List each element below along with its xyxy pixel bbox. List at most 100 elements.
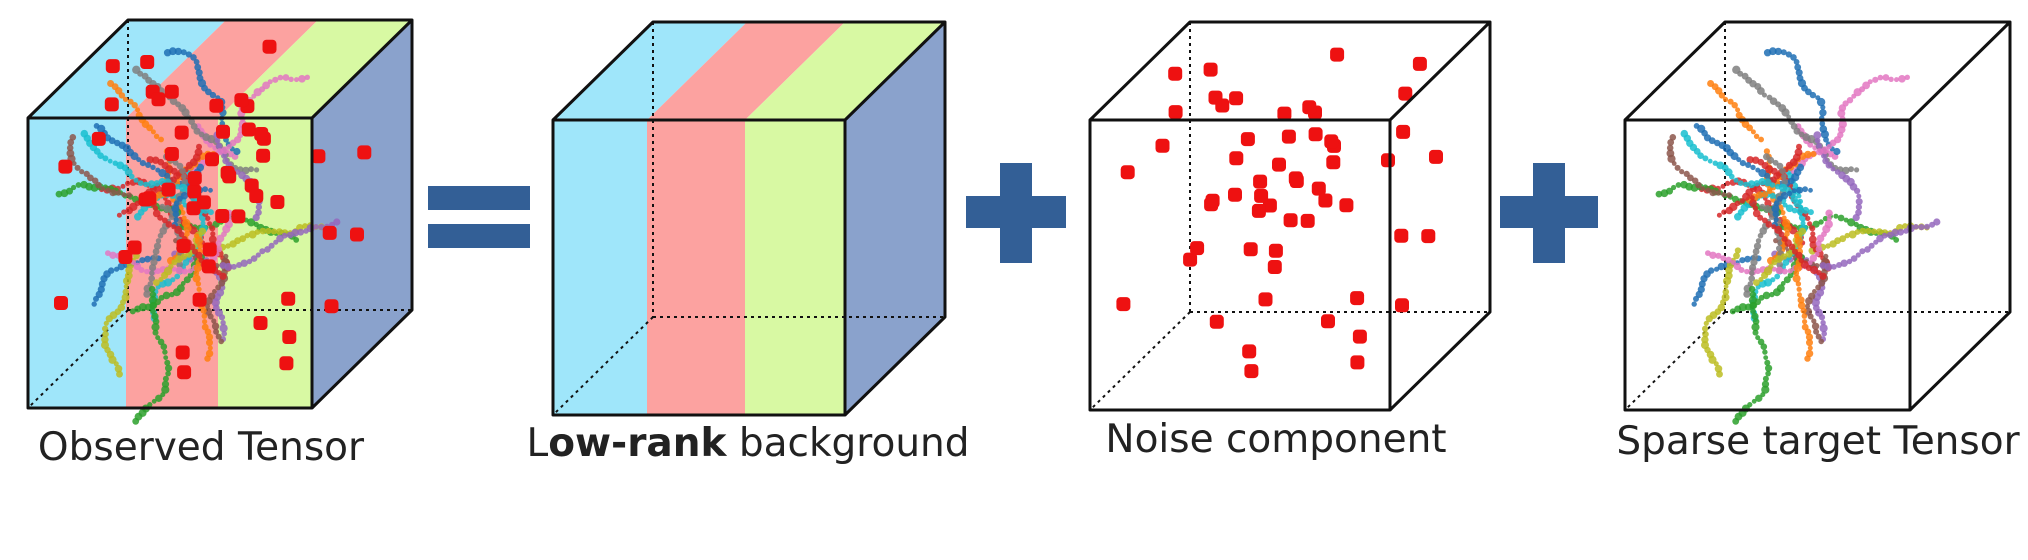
trajectory-point	[121, 192, 127, 198]
trajectory-point	[207, 345, 213, 351]
noise-dot	[104, 97, 119, 112]
trajectory-point	[1796, 143, 1802, 150]
trajectory-point	[137, 180, 144, 187]
trajectory-point	[1748, 275, 1755, 282]
trajectory-point	[1714, 365, 1723, 373]
trajectory-point	[1773, 217, 1779, 223]
noise-dot	[175, 345, 190, 360]
trajectory-point	[1762, 291, 1771, 300]
trajectory-point	[71, 184, 77, 191]
trajectory-point	[1722, 96, 1729, 102]
noise-dot	[1116, 297, 1131, 312]
trajectory-point	[179, 183, 188, 192]
trajectory-point	[1854, 229, 1861, 235]
trajectory-point	[1731, 260, 1736, 265]
trajectory-point	[1820, 320, 1826, 326]
trajectory-point	[1762, 375, 1769, 382]
trajectory-point	[212, 289, 217, 294]
trajectory-point	[1702, 155, 1709, 162]
trajectory-point	[1667, 139, 1675, 146]
equals-sign	[428, 186, 530, 248]
trajectory-point	[288, 76, 294, 83]
trajectory-point	[150, 129, 156, 135]
trajectory-point	[1888, 76, 1894, 83]
trajectory-point	[1785, 250, 1793, 258]
trajectory-point	[1777, 195, 1783, 202]
trajectory-point	[1913, 224, 1919, 230]
trajectory-point	[183, 276, 191, 284]
trajectory-point	[1709, 251, 1717, 259]
trajectory-point	[1759, 203, 1766, 210]
noise-dot	[1229, 91, 1244, 106]
trajectory-point	[1776, 162, 1784, 170]
trajectory-point	[1781, 173, 1787, 179]
trajectory-point	[67, 139, 75, 146]
trajectory-point	[1806, 339, 1813, 347]
trajectory-point	[1824, 262, 1833, 271]
trajectory-point	[1894, 77, 1899, 83]
trajectory-point	[79, 169, 85, 175]
trajectory-point	[1731, 102, 1738, 109]
trajectory-point	[133, 262, 142, 271]
trajectory-point	[1744, 255, 1751, 263]
trajectory-point	[165, 370, 171, 377]
trajectory-point	[1753, 242, 1762, 250]
trajectory-point	[1918, 224, 1925, 231]
noise-dot	[220, 166, 235, 180]
noise-dot	[1183, 252, 1198, 267]
trajectory-point	[1772, 159, 1779, 166]
trajectory-point	[208, 187, 213, 193]
trajectory-point	[1741, 72, 1749, 80]
noise-dot	[350, 227, 364, 242]
trajectory-point	[1818, 219, 1824, 225]
noise-dot	[1350, 291, 1365, 306]
trajectory-point	[239, 235, 247, 243]
noise-dot	[1302, 100, 1317, 115]
trajectory-point	[1735, 111, 1743, 119]
trajectory-point	[172, 210, 180, 218]
noise-dot	[216, 124, 230, 139]
trajectory-point	[248, 230, 257, 239]
noise-dot	[186, 201, 201, 216]
trajectory-point	[1810, 151, 1817, 158]
trajectory-point	[215, 333, 222, 340]
trajectory-point	[1805, 215, 1811, 221]
noise-dot	[1203, 62, 1218, 77]
trajectory-point	[270, 228, 277, 235]
trajectory-point	[1807, 221, 1813, 227]
noise-dot	[127, 240, 142, 255]
trajectory-point	[1796, 286, 1802, 292]
trajectory-point	[1695, 290, 1703, 298]
noise-dot	[1311, 181, 1326, 196]
trajectory-point	[1693, 123, 1700, 129]
trajectory-point	[1769, 291, 1775, 298]
noise-dot	[254, 127, 269, 141]
trajectory-point	[1815, 95, 1821, 101]
trajectory-point	[1781, 178, 1788, 185]
trajectory-point	[1813, 328, 1820, 335]
trajectory-point	[1755, 238, 1762, 244]
trajectory-point	[1854, 167, 1860, 173]
trajectory-point	[1855, 209, 1862, 216]
trajectory-point	[144, 255, 152, 263]
trajectory-point	[150, 308, 156, 314]
trajectory-point	[1666, 144, 1674, 152]
trajectory-point	[179, 167, 186, 175]
trajectory-point	[1708, 355, 1717, 364]
trajectory-point	[1838, 171, 1846, 180]
trajectory-point	[1808, 187, 1813, 193]
trajectory-point	[1785, 161, 1793, 169]
trajectory-point	[1702, 325, 1709, 332]
trajectory-point	[1822, 225, 1831, 234]
trajectory-point	[92, 177, 99, 184]
trajectory-point	[120, 183, 126, 189]
trajectory-point	[1760, 343, 1768, 351]
trajectory-point	[1823, 253, 1829, 259]
trajectory-point	[147, 180, 156, 189]
trajectory-point	[1821, 330, 1827, 337]
trajectory-point	[180, 210, 186, 216]
trajectory-point	[1751, 253, 1759, 260]
trajectory-point	[1761, 191, 1769, 198]
trajectory-point	[83, 170, 90, 177]
trajectory-point	[1842, 100, 1849, 107]
